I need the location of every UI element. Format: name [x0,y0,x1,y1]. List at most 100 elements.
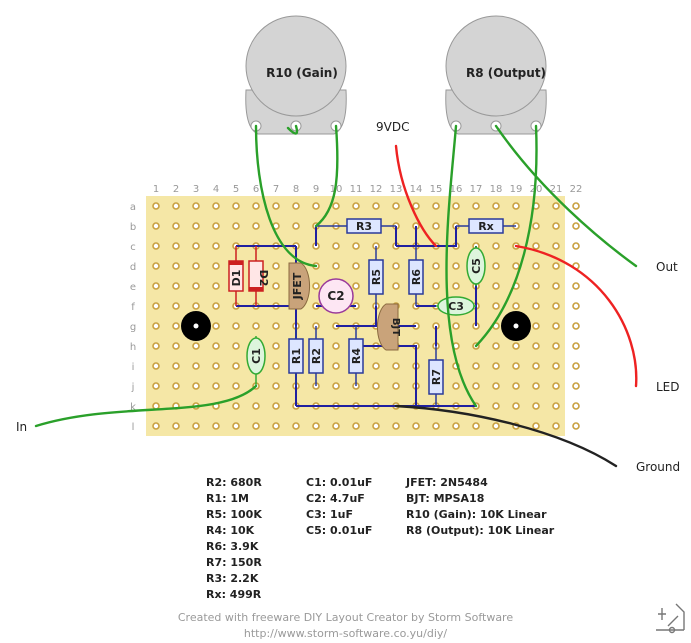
board-pad [172,322,180,330]
wire-input [34,384,258,428]
credit-line: Created with freeware DIY Layout Creator… [177,611,514,624]
board-pad [432,202,440,210]
board-pad [492,362,500,370]
board-pad [232,382,240,390]
board-pad [272,262,280,270]
board-pad [172,382,180,390]
capacitor-c3-label: C3 [448,300,464,313]
board-pad [492,342,500,350]
board-pad [332,382,340,390]
column-label: 4 [213,184,219,195]
board-pad [352,282,360,290]
wire-gain-wiper [286,124,299,135]
wire-led [514,244,638,388]
row-label: f [131,302,135,313]
column-label: 11 [350,184,363,195]
board-pad [192,422,200,430]
board-pad [572,402,580,410]
board-pad [332,202,340,210]
board-pad [512,402,520,410]
board-pad [472,362,480,370]
bom-item: R3: 2.2K [206,572,259,585]
board-pad [272,202,280,210]
board-pad [212,422,220,430]
board-pad [372,362,380,370]
board-pad [272,282,280,290]
board-pad [192,342,200,350]
board-pad [552,222,560,230]
trace-row-j [356,345,417,406]
column-label: 5 [233,184,239,195]
board-pad [152,402,160,410]
board-pad [172,222,180,230]
board-pad [452,322,460,330]
board-pad [232,222,240,230]
board-pad [352,202,360,210]
board-pad [312,422,320,430]
diode-d2-label: D2 [257,270,270,287]
board-pad [492,302,500,310]
resistor-r6: R6 [408,246,424,306]
row-label: l [132,422,135,433]
bom-item: R4: 10K [206,524,255,537]
board-pad [392,362,400,370]
board-pad [552,262,560,270]
board-pad [352,262,360,270]
board-pad [552,422,560,430]
board-pad [312,202,320,210]
board-pad [552,242,560,250]
board-pad [432,222,440,230]
wire-gain-lug1 [254,124,318,268]
board-pad [532,322,540,330]
board-pad [152,242,160,250]
board-pad [192,302,200,310]
board-pad [572,362,580,370]
board-pad [552,362,560,370]
board-pad [572,382,580,390]
row-label: e [130,282,136,293]
bom-item: R7: 150R [206,556,262,569]
pot-gain-label: R10 (Gain) [266,66,338,80]
board-pad [232,342,240,350]
board-pad [452,202,460,210]
resistor-r2-label: R2 [310,348,323,364]
bom-item: R2: 680R [206,476,262,489]
jfet-q1: JFET [288,262,311,310]
board-pad [392,202,400,210]
board-pad [272,382,280,390]
board-pad [172,422,180,430]
resistor-r7: R7 [428,346,444,406]
column-label: 8 [293,184,299,195]
board-pad [152,422,160,430]
bom-item: Rx: 499R [206,588,262,601]
board-pad [212,242,220,250]
board-pad [352,242,360,250]
board-pad [452,422,460,430]
board-pad [532,282,540,290]
board-pad [492,242,500,250]
diode-d1: D1 [228,246,244,306]
resistor-r3-label: R3 [356,220,372,233]
board-pad [372,422,380,430]
board-pad [192,262,200,270]
board-pad [152,202,160,210]
column-label: 17 [470,184,483,195]
row-label: a [130,202,136,213]
column-label: 2 [173,184,179,195]
row-label: b [130,222,136,233]
board-pad [172,342,180,350]
board-pad [512,302,520,310]
wire-gain-lug3 [314,124,339,228]
board-pad [552,202,560,210]
power-label: 9VDC [376,120,409,134]
board-pad [572,282,580,290]
column-label: 22 [570,184,583,195]
column-label: 7 [273,184,279,195]
board-pad [172,242,180,250]
row-label: k [130,402,136,413]
board-pad [152,362,160,370]
resistor-r1: R1 [288,326,304,386]
resistor-r1-label: R1 [290,348,303,364]
